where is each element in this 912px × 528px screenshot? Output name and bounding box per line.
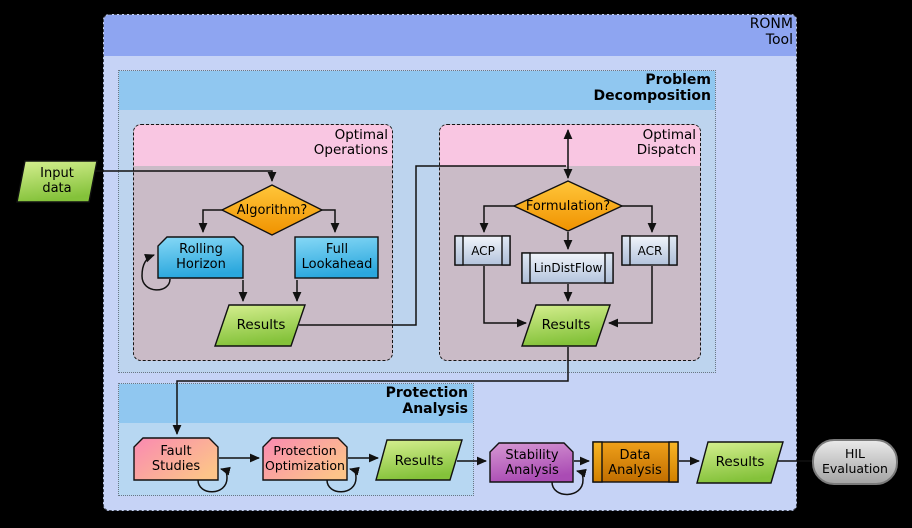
acr-label: ACR [637,244,663,258]
optimal-dispatch-title: Optimal Dispatch [636,127,696,159]
results-final-label: Results [715,454,765,470]
formulation-label: Formulation? [525,199,611,214]
algorithm-label: Algorithm? [236,203,308,218]
rolling-horizon-label: Rolling Horizon [176,242,226,273]
stability-analysis-label: Stability Analysis [505,448,559,479]
full-lookahead-label: Full Lookahead [301,242,373,273]
data-analysis-label: Data Analysis [608,448,662,479]
hil-evaluation-label: HIL Evaluation [822,446,888,476]
results-operations-label: Results [236,317,286,333]
results-protection-label: Results [394,453,444,469]
ronm-tool-title: RONM Tool [749,16,793,48]
problem-decomposition-header-band [119,71,715,110]
acp-label: ACP [471,244,495,258]
protection-optimization-label: Protection Optimization [265,443,345,473]
optimal-operations-header-band [134,125,392,166]
optimal-operations-title: Optimal Operations [313,127,388,159]
ronm-tool-header-band [104,15,796,56]
input-data-label: Input data [40,166,74,197]
results-dispatch-label: Results [541,317,591,333]
protection-analysis-title: Protection Analysis [385,385,468,417]
lindistflow-label: LinDistFlow [533,261,603,275]
fault-studies-label: Fault Studies [151,444,201,475]
problem-decomposition-title: Problem Decomposition [593,72,711,104]
